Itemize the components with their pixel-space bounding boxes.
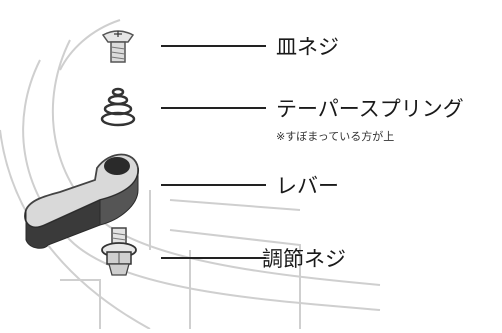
flat-screw-leader [161,45,266,47]
lever-icon [24,153,139,249]
adjust-screw-leader [161,257,266,259]
taper-spring-leader [161,107,266,109]
taper-spring-label: テーパースプリング [276,97,464,121]
lever-label: レバー [276,174,339,198]
taper-spring-icon [100,87,136,127]
spring-orientation-note: ※すぼまっている方が上 [276,130,395,143]
adjust-screw-label: 調節ネジ [262,247,346,271]
adjust-screw-icon [101,227,137,276]
lever-leader [161,184,266,186]
flat-screw-label: 皿ネジ [276,35,339,59]
flat-screw-icon [101,30,135,63]
